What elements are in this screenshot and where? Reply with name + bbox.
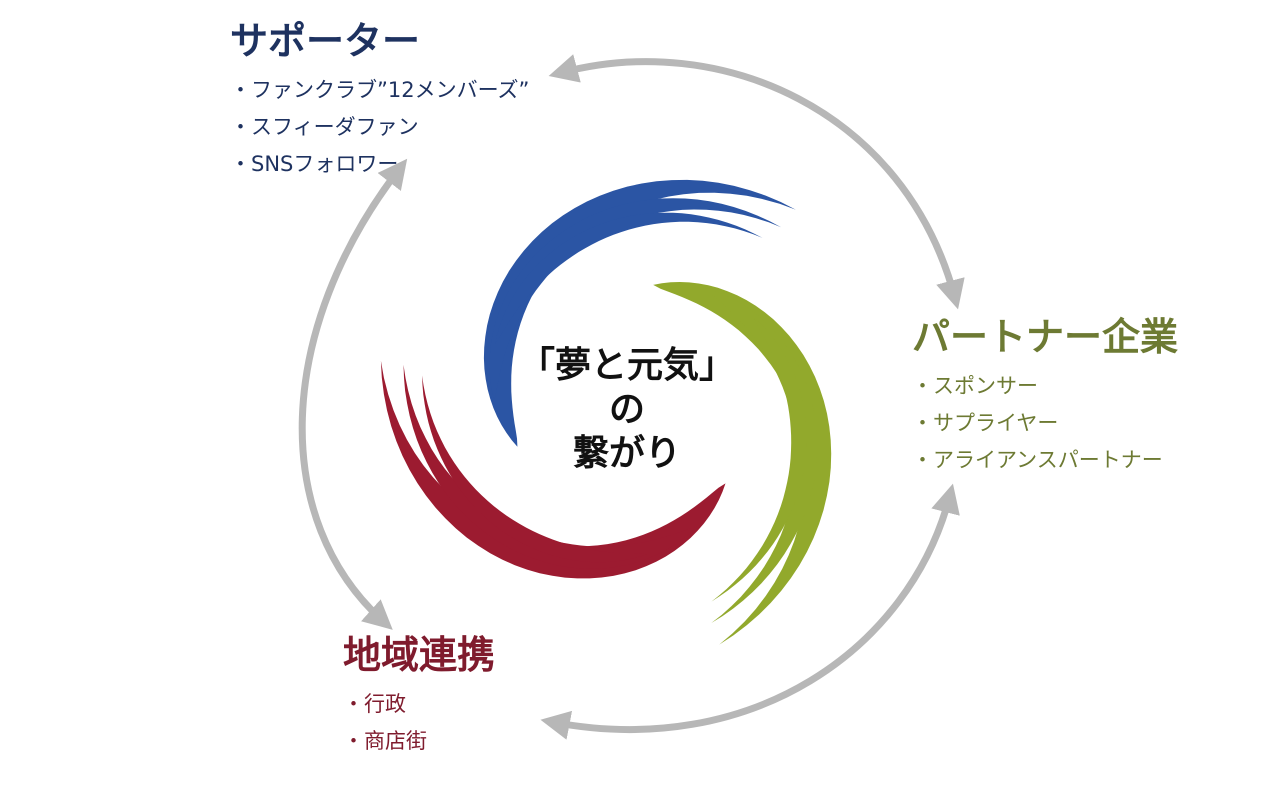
supporters-item-sns: ・SNSフォロワー (230, 151, 399, 176)
regional-group: 地域連携 ・行政 ・商店街 (343, 633, 496, 760)
swirl-blue-blade-stroke-3 (495, 212, 763, 344)
regional-item-shopping-street: ・商店街 (343, 728, 427, 753)
supporters-group: サポーター ・ファンクラブ”12メンバーズ” ・スフィーダファン ・SNSフォロ… (230, 19, 529, 183)
center-caption-line1: 「夢と元気」 (518, 345, 735, 386)
supporters-title: サポーター (230, 19, 421, 63)
swirl-red-blade-stroke-1 (380, 360, 726, 579)
swirl-logo-icon (380, 179, 832, 645)
supporters-item-fanclub: ・ファンクラブ”12メンバーズ” (230, 77, 530, 102)
arrow-regional-supporters (298, 158, 408, 630)
arrow-partners-regional (540, 483, 960, 740)
partners-item-sponsor: ・スポンサー (912, 373, 1038, 398)
partners-title: パートナー企業 (912, 315, 1179, 359)
regional-list: ・行政 ・商店街 (343, 686, 495, 760)
swirl-red-blade-stroke-2 (403, 364, 697, 569)
supporters-list: ・ファンクラブ”12メンバーズ” ・スフィーダファン ・SNSフォロワー (230, 72, 529, 183)
center-caption: 「夢と元気」 の 繋がり (507, 344, 747, 476)
swirl-blue-blade (483, 179, 796, 447)
connection-arrows (298, 54, 965, 740)
center-caption-line3: 繋がり (572, 433, 681, 474)
center-caption-line2: の (608, 389, 645, 430)
partners-group: パートナー企業 ・スポンサー ・サプライヤー ・アライアンスパートナー (912, 315, 1179, 479)
partners-item-alliance: ・アライアンスパートナー (912, 447, 1163, 472)
partners-list: ・スポンサー ・サプライヤー ・アライアンスパートナー (912, 368, 1178, 479)
swirl-green-blade (653, 282, 832, 645)
arrow-supporters-partners (548, 54, 965, 310)
regional-item-government: ・行政 (343, 691, 406, 716)
partners-item-supplier: ・サプライヤー (912, 410, 1059, 435)
regional-title: 地域連携 (343, 633, 496, 677)
supporters-item-fans: ・スフィーダファン (230, 114, 419, 139)
swirl-red-blade (380, 360, 726, 579)
